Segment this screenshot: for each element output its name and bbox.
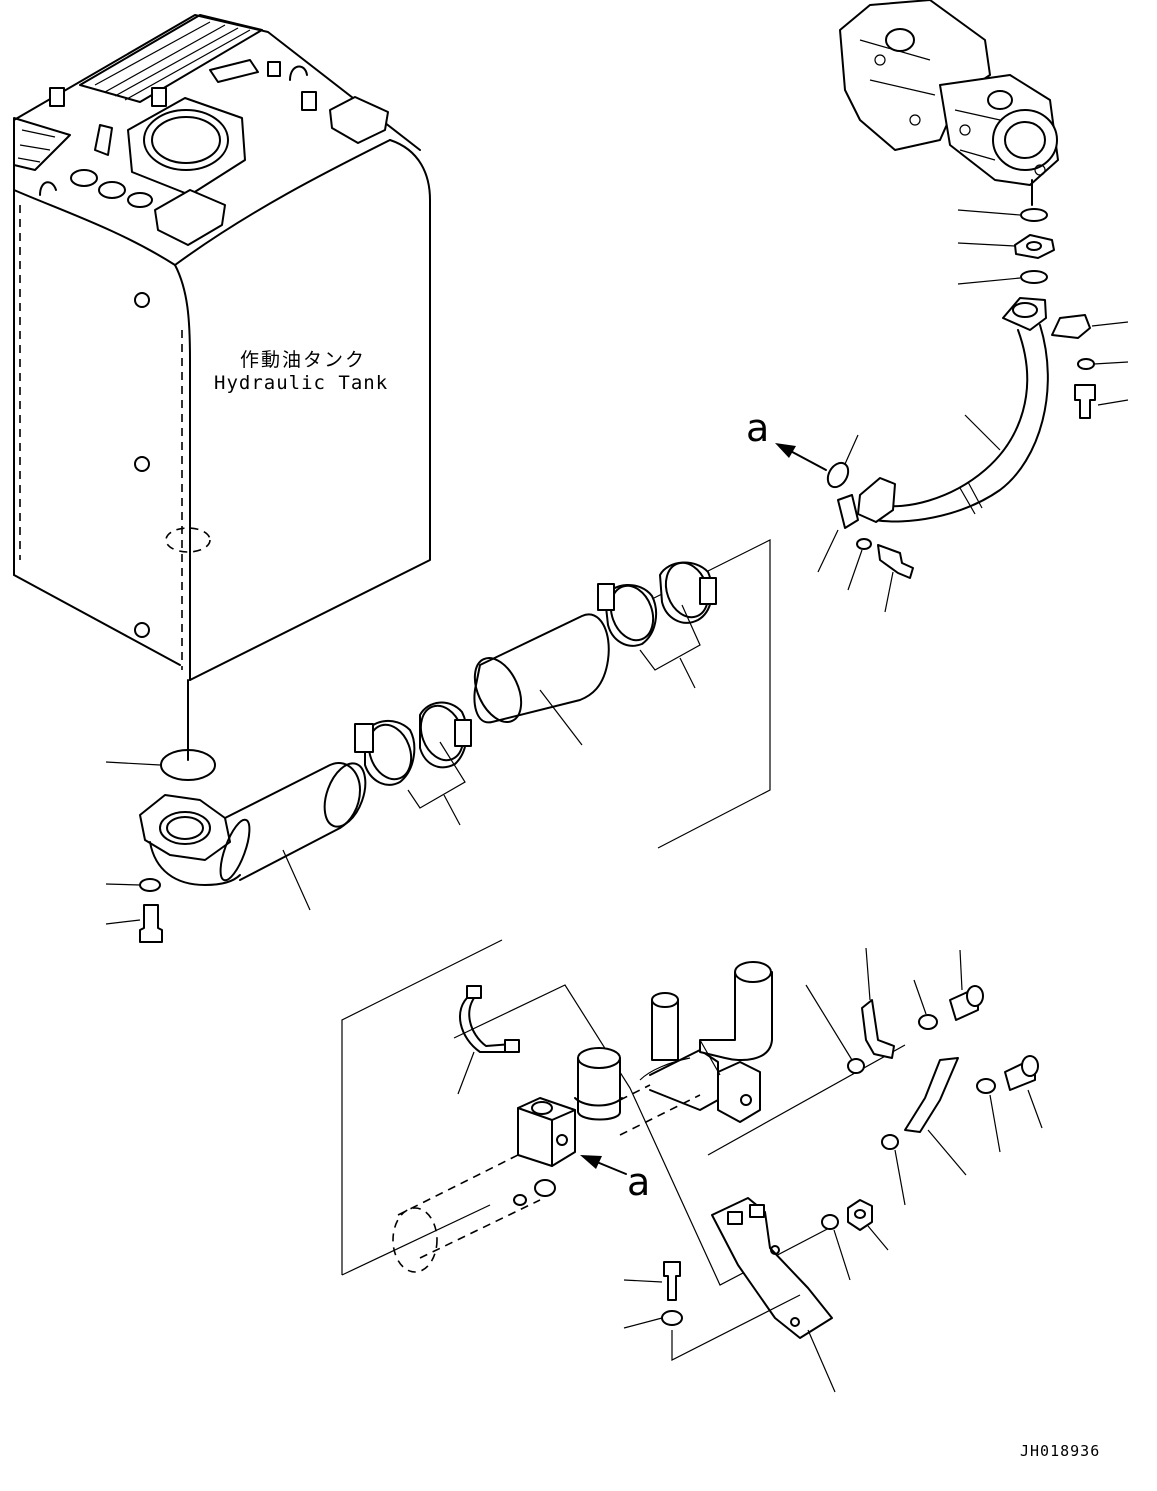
hydraulic-tank xyxy=(13,14,431,761)
drawing-code: JH018936 xyxy=(1020,1442,1101,1460)
tank-label-english: Hydraulic Tank xyxy=(214,372,389,394)
view-reference-lower: a xyxy=(627,1160,651,1204)
pump-outlet-parts xyxy=(957,208,1055,285)
view-reference-upper: a xyxy=(746,406,770,450)
lower-manifold-assembly xyxy=(341,939,1043,1393)
suction-pipe-assembly xyxy=(105,539,771,943)
tank-label-japanese: 作動油タンク xyxy=(240,349,367,371)
pump-hose xyxy=(775,297,1129,613)
hydraulic-pump xyxy=(839,0,1059,206)
